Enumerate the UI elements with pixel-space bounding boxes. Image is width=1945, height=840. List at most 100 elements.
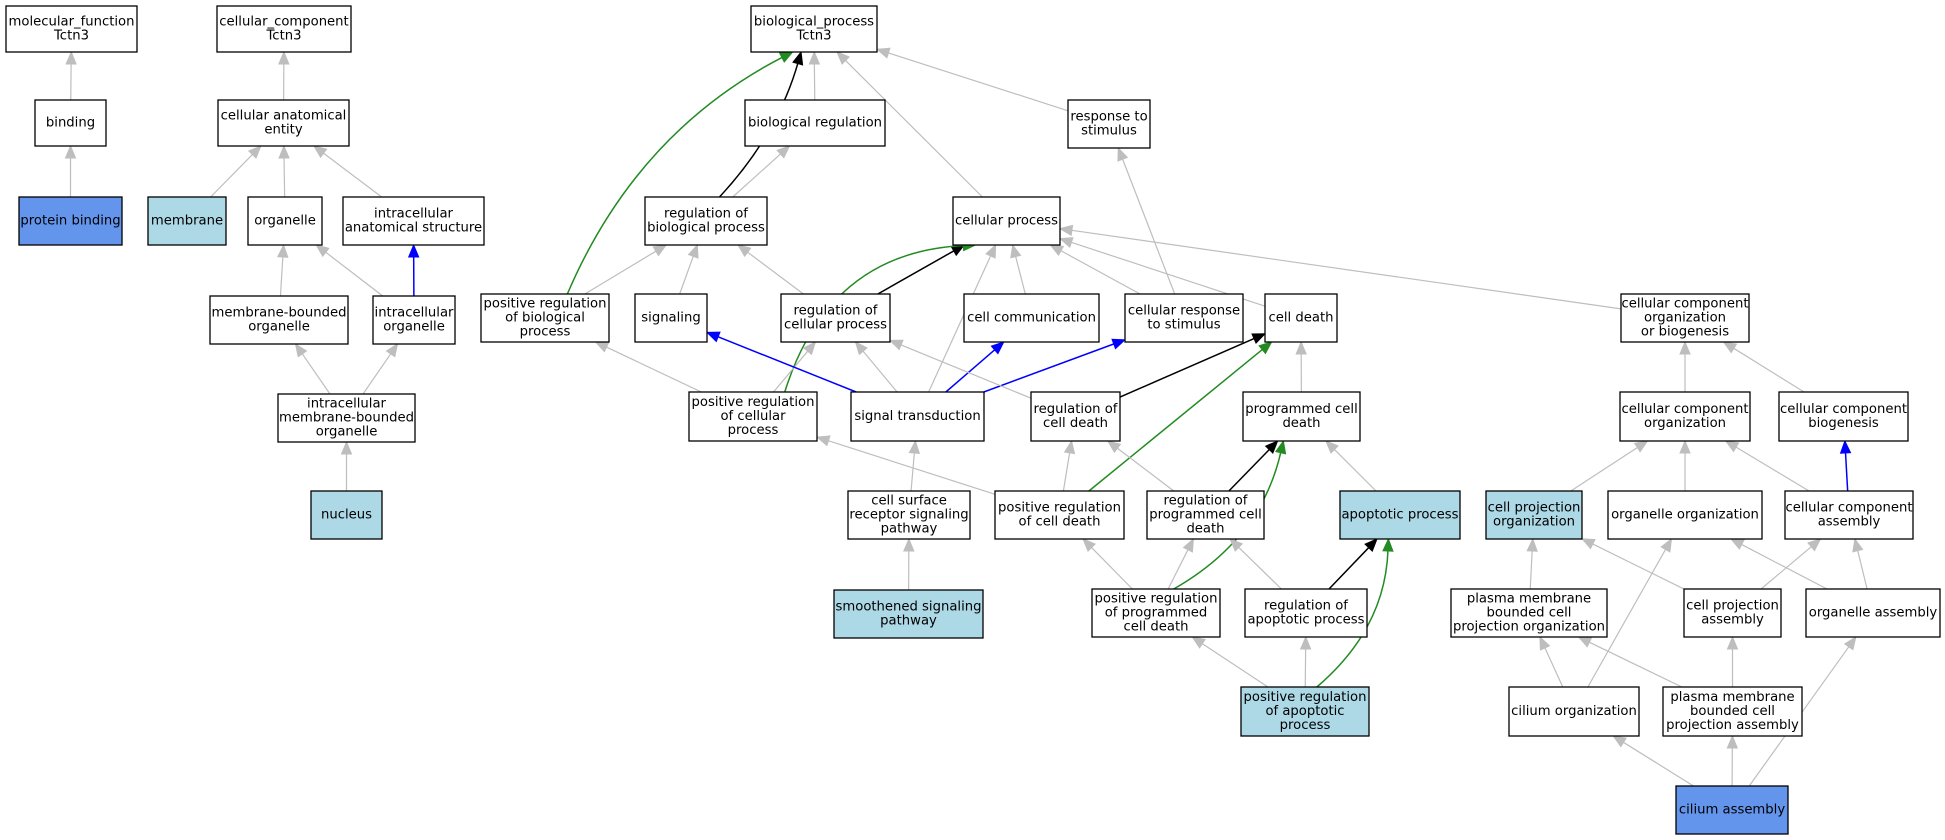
go-term-node-organelle-assembly[interactable]: organelle assembly bbox=[1805, 588, 1941, 638]
go-term-node-cilium-assembly[interactable]: cilium assembly bbox=[1675, 785, 1789, 835]
node-box bbox=[750, 5, 878, 53]
edge-layer bbox=[64, 47, 1868, 787]
node-box bbox=[18, 196, 123, 246]
edge-arrowhead bbox=[687, 243, 699, 259]
go-term-node-cellular-process[interactable]: cellular process bbox=[952, 196, 1061, 246]
node-box bbox=[310, 490, 383, 540]
edge-arrowhead bbox=[1325, 440, 1339, 454]
edge-arrowhead bbox=[1722, 341, 1738, 354]
node-label: cilium assembly bbox=[1679, 803, 1785, 818]
go-term-node-signaling[interactable]: signaling bbox=[634, 293, 708, 343]
edge-regulation_of_cell_death-to-cell_death bbox=[1119, 337, 1256, 398]
edge-regulation_of_apoptotic_process-to-regulation_of_programmed_cell_death bbox=[1237, 546, 1282, 590]
go-term-node-cell-communication[interactable]: cell communication bbox=[963, 293, 1100, 343]
node-box bbox=[963, 293, 1100, 343]
node-label: death bbox=[1186, 522, 1224, 537]
edge-positive_regulation_of_cell_death-to-cell_death bbox=[1088, 348, 1264, 492]
go-term-node-nucleus[interactable]: nucleus bbox=[310, 490, 383, 540]
go-term-node-cilium-organization[interactable]: cilium organization bbox=[1508, 686, 1640, 737]
node-label: death bbox=[1282, 416, 1320, 431]
edge-positive_regulation_of_cellular_process-to-regulation_of_cellular_process bbox=[773, 350, 809, 393]
edge-cellular_component_assembly-to-cellular_component_organization bbox=[1734, 446, 1810, 492]
node-label: organelle bbox=[254, 214, 316, 229]
node-box bbox=[1675, 785, 1789, 835]
edge-arrowhead bbox=[875, 47, 891, 59]
edge-arrowhead bbox=[778, 51, 794, 63]
go-term-node-organelle[interactable]: organelle bbox=[247, 196, 323, 246]
edge-arrowhead bbox=[1843, 635, 1857, 651]
go-term-node-protein-binding[interactable]: protein binding bbox=[18, 196, 123, 246]
node-label: cellular response bbox=[1128, 303, 1240, 318]
node-label: cellular process bbox=[784, 318, 887, 333]
node-label: projection assembly bbox=[1666, 718, 1799, 733]
go-term-node-binding[interactable]: binding bbox=[34, 99, 107, 147]
edge-arrowhead bbox=[1526, 537, 1538, 552]
edge-arrowhead bbox=[65, 50, 77, 65]
edge-membrane_bounded_organelle-to-organelle bbox=[279, 255, 284, 297]
edge-arrowhead bbox=[990, 341, 1005, 355]
node-label: of apoptotic bbox=[1265, 704, 1344, 719]
node-box bbox=[1784, 490, 1914, 540]
node-box bbox=[247, 196, 323, 246]
node-label: entity bbox=[264, 123, 302, 138]
edge-positive_regulation_of_cell_death-to-positive_regulation_of_cellular_process bbox=[827, 439, 996, 495]
node-box bbox=[1805, 588, 1941, 638]
node-box bbox=[634, 293, 708, 343]
edge-response_to_stimulus-to-biological_process bbox=[887, 52, 1069, 112]
node-label: regulation of bbox=[1264, 598, 1348, 613]
go-term-node-membrane[interactable]: membrane bbox=[147, 196, 227, 246]
go-term-node-cell-death[interactable]: cell death bbox=[1264, 293, 1338, 343]
edge-arrowhead bbox=[903, 537, 915, 552]
node-label: programmed cell bbox=[1245, 402, 1358, 417]
node-label: smoothened signaling bbox=[836, 599, 982, 614]
node-label: cilium organization bbox=[1511, 704, 1637, 719]
go-term-node-biological-regulation[interactable]: biological regulation bbox=[744, 99, 886, 147]
edge-arrowhead bbox=[985, 243, 997, 259]
edge-intracellular_anatomical_structure-to-cellular_anatomical_entity bbox=[322, 152, 383, 198]
edge-arrowhead bbox=[1660, 537, 1673, 553]
node-label: intracellular bbox=[374, 206, 453, 221]
edge-arrowhead bbox=[836, 51, 850, 65]
edge-arrowhead bbox=[1839, 439, 1852, 454]
edge-organelle_assembly-to-cellular_component_assembly bbox=[1856, 549, 1868, 590]
edge-positive_regulation_of_apoptotic_process-to-apoptotic_process bbox=[1316, 549, 1389, 688]
go-term-node-organelle-organization[interactable]: organelle organization bbox=[1607, 490, 1763, 540]
node-label: bounded cell bbox=[1487, 606, 1572, 621]
edge-arrowhead bbox=[1295, 340, 1307, 355]
node-label: protein binding bbox=[20, 214, 120, 229]
go-term-node-signal-transduction[interactable]: signal transduction bbox=[850, 391, 985, 442]
go-term-node-apoptotic-process[interactable]: apoptotic process bbox=[1339, 490, 1461, 540]
